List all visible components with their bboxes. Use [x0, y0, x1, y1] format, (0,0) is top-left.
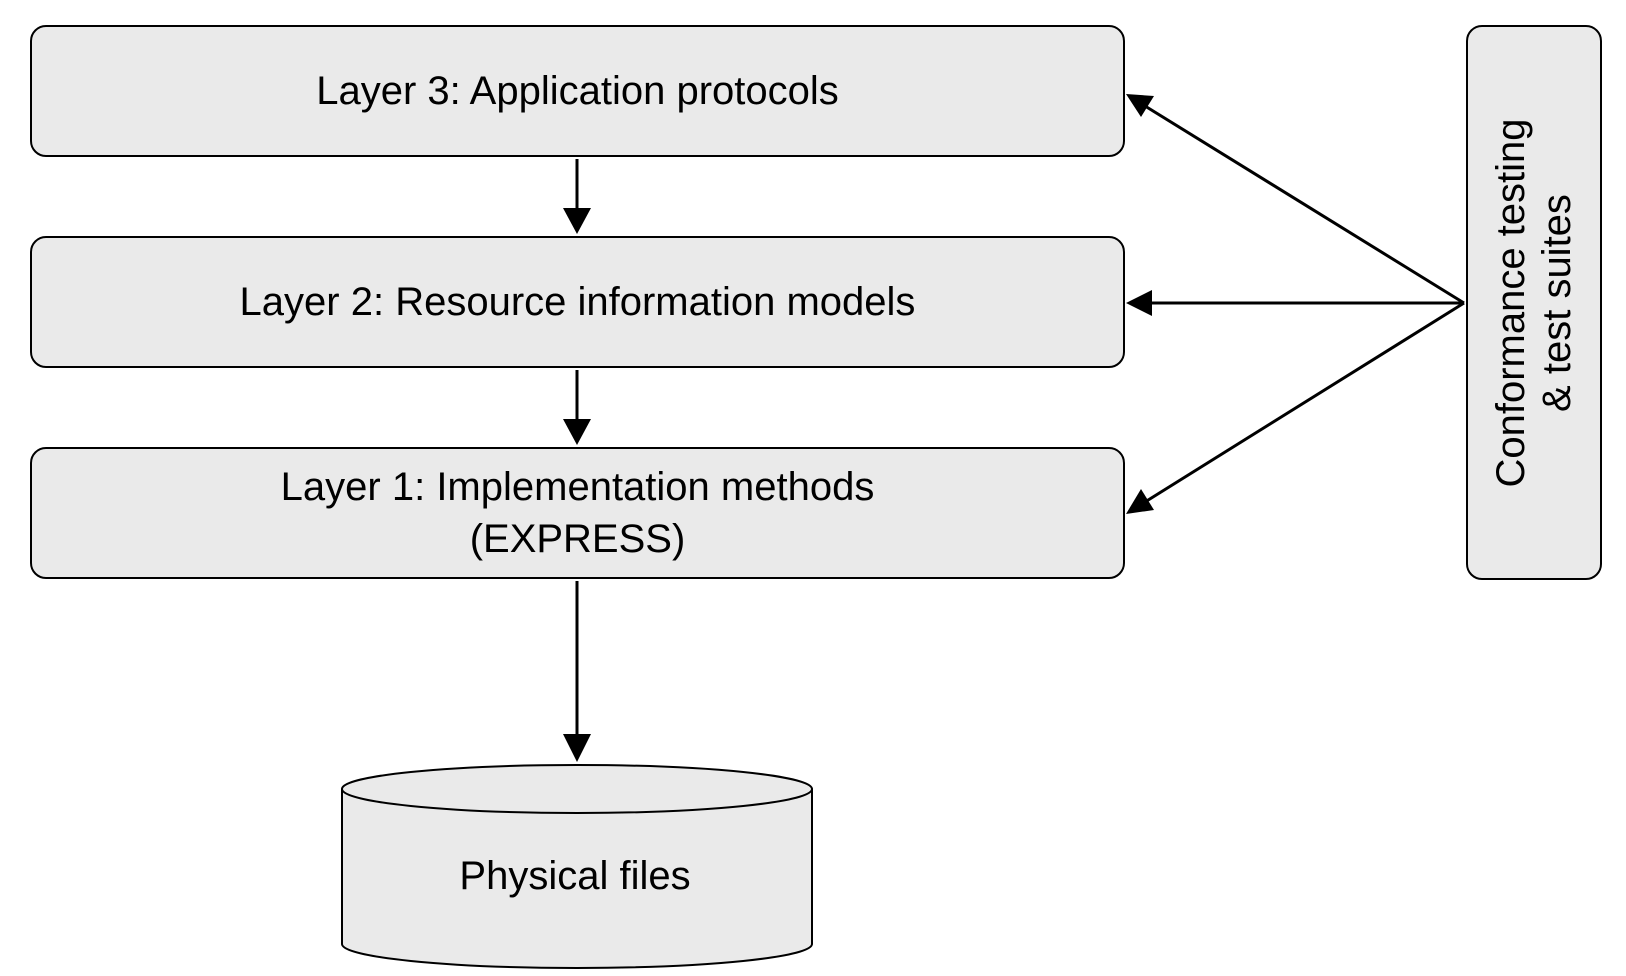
layer2-box: Layer 2: Resource information models	[30, 236, 1125, 368]
conformance-arrows	[1126, 94, 1465, 514]
conformance-testing-label: Conformance testing & test suites	[1488, 43, 1580, 563]
layer1-box: Layer 1: Implementation methods (EXPRESS…	[30, 447, 1125, 579]
arrowhead-conformance-layer2	[1126, 290, 1152, 316]
conformance-testing-box: Conformance testing & test suites	[1466, 25, 1602, 580]
arrowhead-files	[563, 734, 591, 762]
arrowhead-conformance-layer3	[1126, 94, 1154, 117]
layer1-label-line2: (EXPRESS)	[469, 517, 686, 561]
conformance-label-line2: & test suites	[1535, 193, 1579, 412]
layer3-label: Layer 3: Application protocols	[316, 69, 839, 113]
arrow-conformance-to-layer1	[1144, 301, 1465, 504]
physical-files-cylinder	[341, 764, 813, 969]
layer3-box: Layer 3: Application protocols	[30, 25, 1125, 157]
arrowhead-layer2	[563, 208, 591, 234]
layer1-label-line1: Layer 1: Implementation methods	[280, 465, 875, 509]
conformance-label-line1: Conformance testing	[1489, 117, 1533, 488]
layer2-label: Layer 2: Resource information models	[239, 280, 916, 324]
layer-flow-arrows	[563, 159, 591, 762]
arrowhead-layer1	[563, 419, 591, 445]
arrow-conformance-to-layer3	[1144, 104, 1465, 305]
arrowhead-conformance-layer1	[1126, 489, 1154, 514]
physical-files-label: Physical files	[459, 854, 691, 898]
